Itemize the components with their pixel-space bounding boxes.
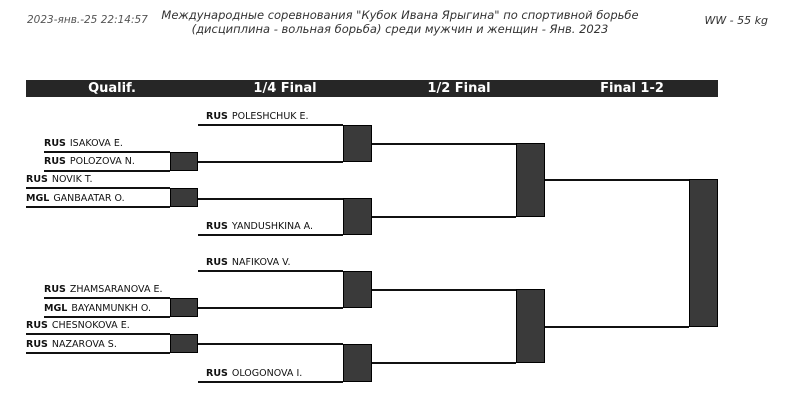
athlete-name: YANDUSHKINA A. xyxy=(231,221,313,232)
bout-box xyxy=(343,198,372,235)
bout-box xyxy=(343,344,372,382)
athlete-name: POLOZOVA N. xyxy=(69,156,135,167)
athlete-country: RUS xyxy=(206,257,228,268)
athlete-name: OLOGONOVA I. xyxy=(231,368,303,379)
bracket-line xyxy=(26,333,170,335)
athlete-country: RUS xyxy=(206,221,228,232)
bracket-line xyxy=(372,362,516,364)
bracket-line xyxy=(372,143,516,145)
athlete-country: RUS xyxy=(44,284,66,295)
athlete-country: RUS xyxy=(206,368,228,379)
athlete-country: RUS xyxy=(26,339,48,350)
bout-box xyxy=(170,188,198,207)
bracket-line xyxy=(26,206,170,208)
athlete-name: ZHAMSARANOVA E. xyxy=(69,284,163,295)
bracket-line xyxy=(372,289,516,291)
bracket-line xyxy=(44,151,170,153)
bracket-line xyxy=(198,161,343,163)
bracket-line xyxy=(545,326,689,328)
bracket-line xyxy=(545,179,689,181)
athlete-country: MGL xyxy=(44,303,68,314)
athlete-country: RUS xyxy=(44,156,66,167)
bracket-line xyxy=(198,270,343,272)
round-header-bar xyxy=(26,80,718,97)
bracket-line xyxy=(26,352,170,354)
athlete-name: NAZAROVA S. xyxy=(51,339,117,350)
athlete-country: RUS xyxy=(26,174,48,185)
athlete-name: POLESHCHUK E. xyxy=(231,111,309,122)
event-title: Международные соревнования "Кубок Ивана … xyxy=(140,8,660,36)
bracket-line xyxy=(198,381,343,383)
athlete-country: RUS xyxy=(26,320,48,331)
bracket-line xyxy=(198,198,343,200)
weight-category: WW - 55 kg xyxy=(704,14,768,27)
round-final: Final 1-2 xyxy=(600,81,664,96)
final-bout-box xyxy=(689,179,718,327)
bout-box xyxy=(516,143,545,217)
bracket-line xyxy=(198,343,343,345)
bout-box xyxy=(343,125,372,162)
athlete-country: RUS xyxy=(206,111,228,122)
round-semifinal: 1/2 Final xyxy=(427,81,491,96)
bout-box xyxy=(170,334,198,353)
report-datetime: 2023-янв.-25 22:14:57 xyxy=(27,14,148,26)
athlete-name: BAYANMUNKH O. xyxy=(71,303,152,314)
bracket-line xyxy=(26,187,170,189)
bracket-line xyxy=(44,170,170,172)
event-title-line2: (дисциплина - вольная борьба) среди мужч… xyxy=(191,22,609,36)
bracket-line xyxy=(198,124,343,126)
bout-box xyxy=(343,271,372,308)
bracket-line xyxy=(44,316,170,318)
athlete-name: CHESNOKOVA E. xyxy=(51,320,130,331)
bracket-line xyxy=(198,234,343,236)
round-quarterfinal: 1/4 Final xyxy=(253,81,317,96)
athlete-name: ISAKOVA E. xyxy=(69,138,123,149)
bout-box xyxy=(516,289,545,363)
bout-box xyxy=(170,152,198,171)
event-title-line1: Международные соревнования "Кубок Ивана … xyxy=(161,8,639,22)
bracket-line xyxy=(198,307,343,309)
athlete-name: NAFIKOVA V. xyxy=(231,257,291,268)
round-qualif: Qualif. xyxy=(88,81,136,96)
bracket-line xyxy=(372,216,516,218)
bout-box xyxy=(170,298,198,317)
bracket-line xyxy=(44,297,170,299)
athlete-country: MGL xyxy=(26,193,50,204)
athlete-country: RUS xyxy=(44,138,66,149)
athlete-name: NOVIK T. xyxy=(51,174,93,185)
athlete-name: GANBAATAR O. xyxy=(53,193,125,204)
